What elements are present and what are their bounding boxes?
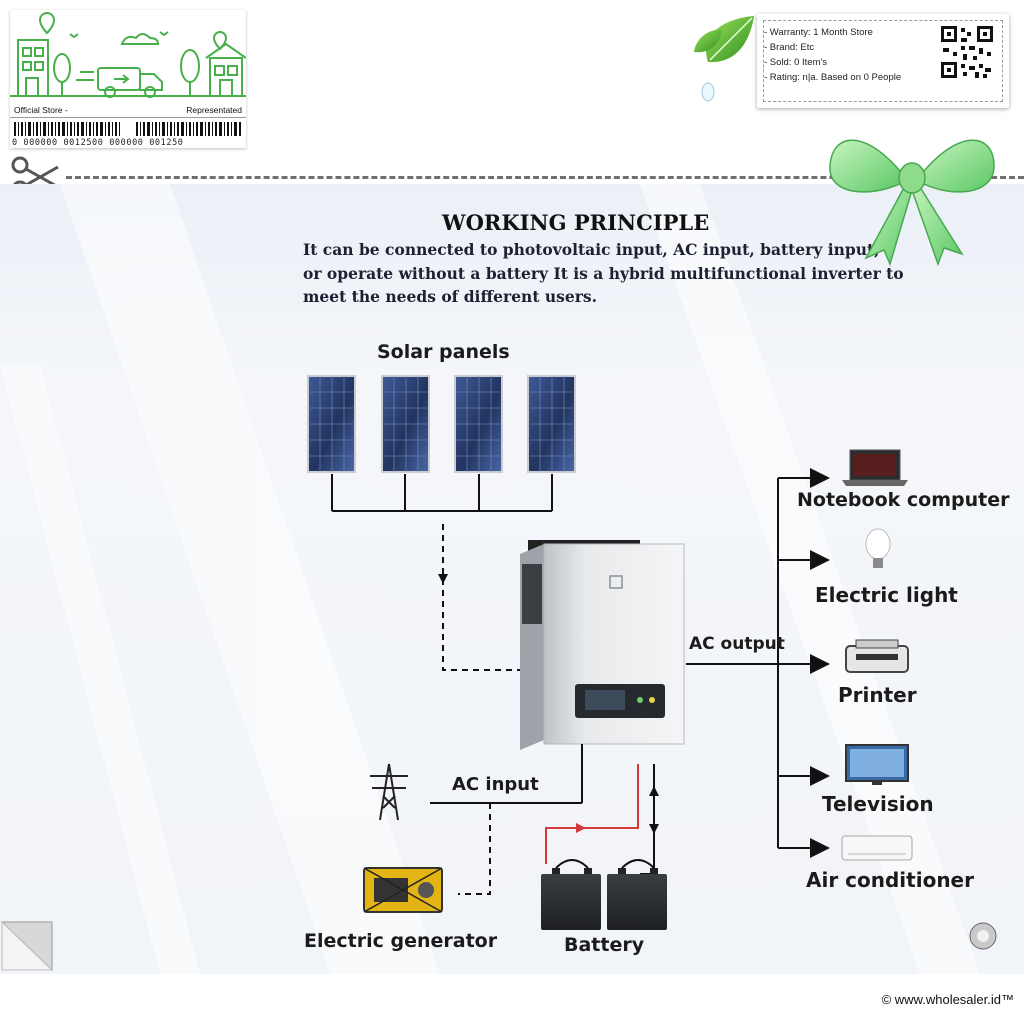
notebook-computer-icon	[842, 449, 908, 486]
ac-output-label: AC output	[689, 634, 785, 654]
battery-label: Battery	[564, 934, 645, 956]
brand-text: - Brand: Etc	[764, 42, 815, 53]
sold-text: - Sold: 0 Item's	[764, 57, 828, 68]
store-name: Official Store -	[14, 105, 68, 115]
store-card: Official Store - Representated 0 000	[10, 10, 246, 148]
hybrid-inverter-icon	[520, 540, 685, 750]
city-illustration-icon	[10, 12, 246, 98]
printer-label: Printer	[838, 683, 917, 707]
television-icon	[845, 744, 909, 785]
air-conditioner-label: Air conditioner	[806, 868, 974, 892]
qr-code-icon	[939, 24, 995, 80]
product-info-box: - Warranty: 1 Month Store - Brand: Etc -…	[757, 14, 1009, 108]
air-conditioner-icon	[841, 835, 913, 861]
ribbon-bow-icon	[829, 139, 995, 266]
light-bulb-icon	[865, 528, 891, 568]
divider	[10, 117, 246, 118]
copyright-text: © www.wholesaler.id™	[881, 992, 1014, 1007]
warranty-text: - Warranty: 1 Month Store	[764, 27, 873, 38]
barcode-digits: 0 000000 0012500 000000 001250	[12, 138, 184, 148]
leaf-icon	[694, 16, 754, 102]
solar-panels-label: Solar panels	[377, 341, 510, 363]
barcode-icon	[14, 122, 241, 136]
cut-line	[66, 176, 1024, 179]
description-line-1: It can be connected to photovoltaic inpu…	[303, 240, 880, 259]
television-label: Television	[822, 792, 934, 816]
metal-pin-icon	[969, 922, 997, 950]
diagram-title: WORKING PRINCIPLE	[442, 210, 710, 235]
generator-icon	[363, 867, 443, 913]
electric-generator-label: Electric generator	[304, 930, 498, 952]
battery-icon	[541, 859, 667, 930]
description-line-3: meet the needs of different users.	[303, 287, 598, 306]
diagram-graphics	[0, 184, 997, 974]
rating-text: - Rating: n|a. Based on 0 People	[764, 72, 902, 83]
electric-light-label: Electric light	[815, 583, 958, 607]
printer-icon	[845, 639, 909, 673]
product-image-panel: WORKING PRINCIPLE It can be connected to…	[0, 184, 1024, 974]
product-info-border	[763, 20, 1003, 102]
notebook-label: Notebook computer	[797, 489, 1010, 511]
store-representation: Representated	[186, 105, 242, 115]
page-curl-icon	[0, 920, 54, 972]
solar-panels-icon	[307, 375, 576, 473]
power-tower-icon	[370, 763, 408, 821]
description-line-2: or operate without a battery It is a hyb…	[303, 264, 904, 283]
ac-input-label: AC input	[452, 774, 539, 795]
